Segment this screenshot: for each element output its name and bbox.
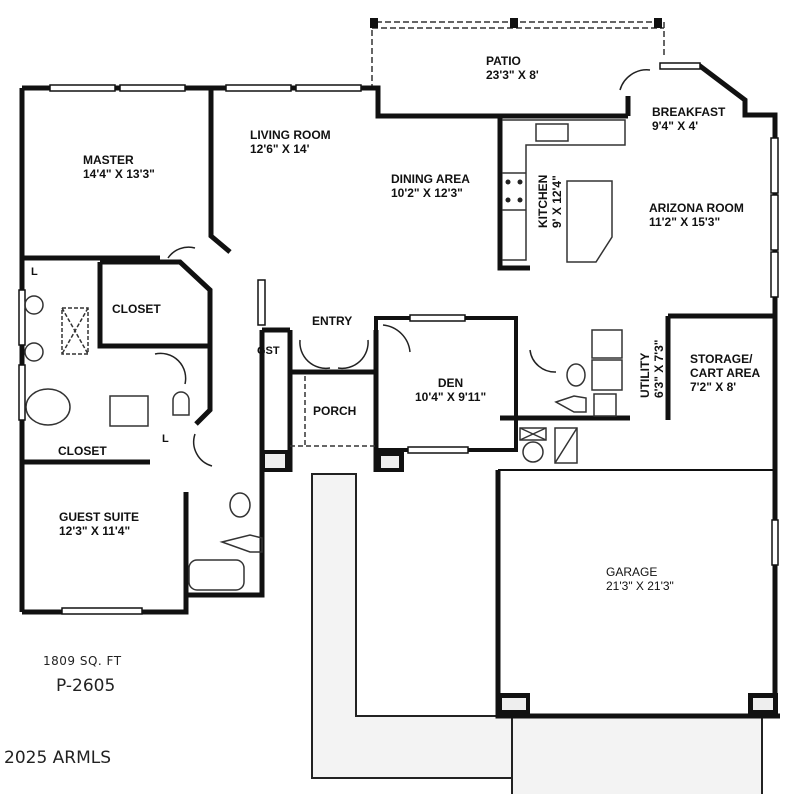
room-label-patio: PATIO 23'3" X 8' bbox=[486, 54, 539, 82]
room-dimensions: 12'6" X 14' bbox=[250, 142, 310, 156]
room-label-arizona-room: ARIZONA ROOM 11'2" X 15'3" bbox=[649, 201, 744, 229]
room-label-linen-1: L bbox=[31, 265, 38, 279]
walls bbox=[19, 63, 780, 719]
room-dimensions: 23'3" X 8' bbox=[486, 68, 539, 82]
column-inset bbox=[265, 454, 773, 710]
windows bbox=[18, 62, 779, 615]
room-name: ARIZONA ROOM bbox=[649, 201, 744, 215]
kitchen-counters bbox=[502, 119, 626, 263]
room-dimensions: 10'4" X 9'11" bbox=[415, 390, 487, 404]
room-dimensions: 12'3" X 11'4" bbox=[59, 524, 131, 538]
room-name: GUEST SUITE bbox=[59, 510, 140, 524]
room-name: KITCHEN bbox=[536, 174, 550, 228]
room-name: CLOSET bbox=[58, 444, 107, 458]
room-name: GST bbox=[257, 345, 280, 357]
room-label-storage: STORAGE/ CART AREA 7'2" X 8' bbox=[690, 352, 760, 394]
room-name: UTILITY bbox=[638, 352, 652, 398]
door-swings bbox=[154, 69, 651, 467]
room-label-kitchen: KITCHEN 9' X 12'4" bbox=[536, 175, 564, 228]
copyright: 2025 ARMLS bbox=[4, 748, 112, 768]
room-name: STORAGE/ bbox=[690, 352, 753, 366]
room-label-entry: ENTRY bbox=[312, 314, 352, 328]
room-label-porch: PORCH bbox=[313, 404, 356, 418]
room-name: DINING AREA bbox=[391, 172, 470, 186]
room-name: LIVING ROOM bbox=[250, 128, 331, 142]
room-dimensions: 14'4" X 13'3" bbox=[83, 167, 155, 181]
room-label-gst: GST bbox=[257, 344, 280, 358]
plan-id: P-2605 bbox=[56, 676, 116, 696]
room-label-linen-2: L bbox=[162, 432, 169, 446]
room-name: PATIO bbox=[486, 54, 521, 68]
room-name: MASTER bbox=[83, 153, 134, 167]
room-name: ENTRY bbox=[312, 314, 353, 328]
room-label-living-room: LIVING ROOM 12'6" X 14' bbox=[250, 128, 331, 156]
room-dimensions: 6'3" X 7'3" bbox=[652, 339, 666, 398]
room-dimensions: 10'2" X 12'3" bbox=[391, 186, 463, 200]
square-footage: 1809 SQ. FT bbox=[43, 654, 122, 668]
room-name: DEN bbox=[437, 376, 464, 390]
room-dimensions: 9'4" X 4' bbox=[652, 119, 699, 133]
room-label-guest-suite: GUEST SUITE 12'3" X 11'4" bbox=[59, 510, 139, 538]
room-dimensions: 11'2" X 15'3" bbox=[649, 215, 721, 229]
room-label-breakfast: BREAKFAST 9'4" X 4' bbox=[652, 105, 725, 133]
room-label-dining-area: DINING AREA 10'2" X 12'3" bbox=[391, 172, 470, 200]
room-dimensions: 7'2" X 8' bbox=[690, 380, 737, 394]
stove-burners bbox=[505, 179, 523, 203]
room-name: CLOSET bbox=[112, 302, 161, 316]
porch-outline bbox=[290, 376, 376, 447]
room-label-garage: GARAGE 21'3" X 21'3" bbox=[606, 565, 674, 593]
room-label-den: DEN 10'4" X 9'11" bbox=[415, 376, 486, 404]
room-name: BREAKFAST bbox=[652, 105, 726, 119]
room-name: PORCH bbox=[313, 404, 357, 418]
room-name: GARAGE bbox=[606, 565, 658, 579]
room-name-line2: CART AREA bbox=[690, 366, 761, 380]
room-dimensions: 9' X 12'4" bbox=[550, 175, 564, 228]
room-label-master: MASTER 14'4" X 13'3" bbox=[83, 153, 155, 181]
room-label-master-closet: CLOSET bbox=[112, 302, 161, 316]
room-label-utility: UTILITY 6'3" X 7'3" bbox=[638, 340, 666, 398]
room-name: L bbox=[31, 266, 38, 278]
walkway-paving bbox=[311, 473, 763, 794]
patio-posts bbox=[370, 18, 662, 28]
room-dimensions: 21'3" X 21'3" bbox=[606, 579, 674, 593]
room-label-hall-closet: CLOSET bbox=[58, 444, 107, 458]
bath-fixtures bbox=[24, 295, 623, 591]
room-name: L bbox=[162, 433, 169, 445]
